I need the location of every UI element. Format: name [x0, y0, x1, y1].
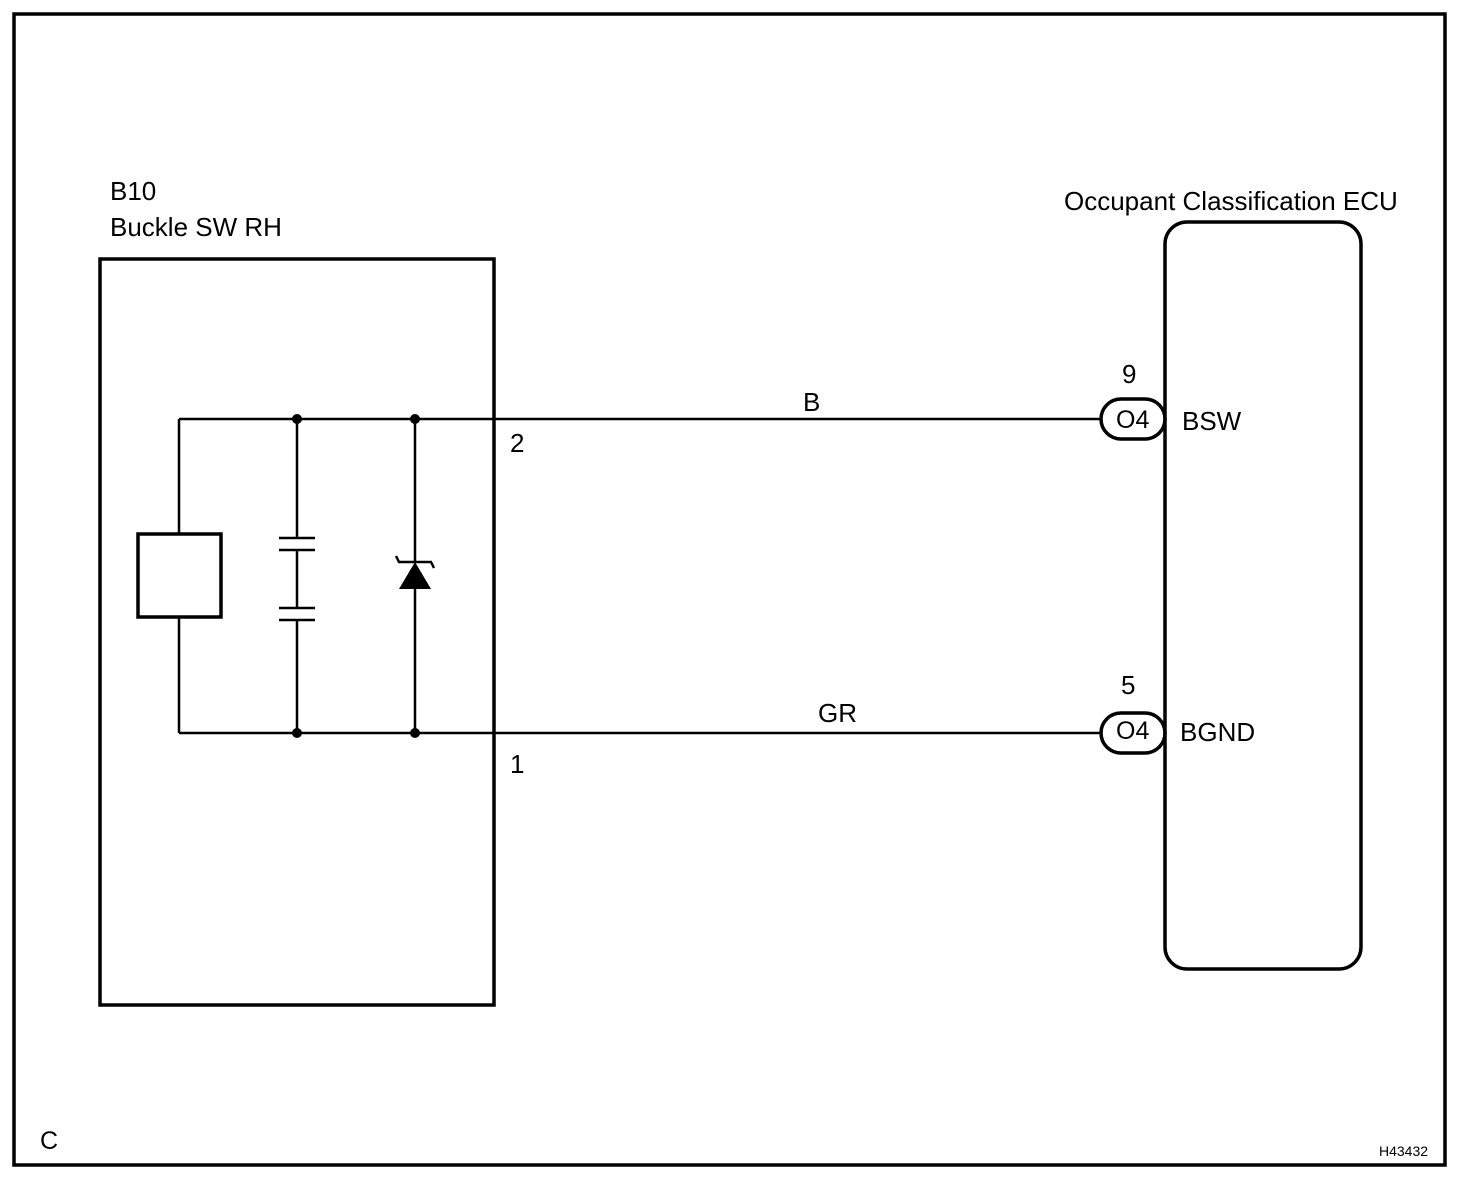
signal-name-bottom: BGND — [1180, 717, 1255, 747]
left-component-code: B10 — [110, 176, 156, 206]
zener-diode — [394, 419, 436, 733]
junction-dot — [292, 728, 302, 738]
right-pin-number-bottom: 5 — [1121, 670, 1135, 700]
figure-code: H43432 — [1379, 1143, 1428, 1159]
connector-code-bottom: O4 — [1116, 717, 1149, 745]
left-component-box — [98, 257, 496, 1007]
junction-dot — [410, 414, 420, 424]
connector-code-top: O4 — [1116, 406, 1149, 434]
connector-badge-bottom — [1099, 711, 1167, 755]
capacitor-pair — [279, 419, 315, 733]
right-pin-number-top: 9 — [1122, 359, 1136, 389]
signal-name-top: BSW — [1182, 406, 1242, 436]
connector-badge-top — [1099, 397, 1167, 441]
left-component-name: Buckle SW RH — [110, 212, 282, 242]
junction-dot — [292, 414, 302, 424]
right-component-box — [1163, 220, 1363, 971]
diagram-frame — [12, 12, 1447, 1167]
left-pin-number-top: 2 — [510, 428, 524, 458]
left-pin-number-bottom: 1 — [510, 749, 524, 779]
wire-color-bottom: GR — [818, 698, 857, 728]
wire-color-top: B — [803, 387, 820, 417]
right-component-name: Occupant Classification ECU — [1064, 186, 1398, 216]
sensor-element — [136, 532, 223, 619]
junction-dot — [410, 728, 420, 738]
figure-letter: C — [40, 1127, 58, 1155]
